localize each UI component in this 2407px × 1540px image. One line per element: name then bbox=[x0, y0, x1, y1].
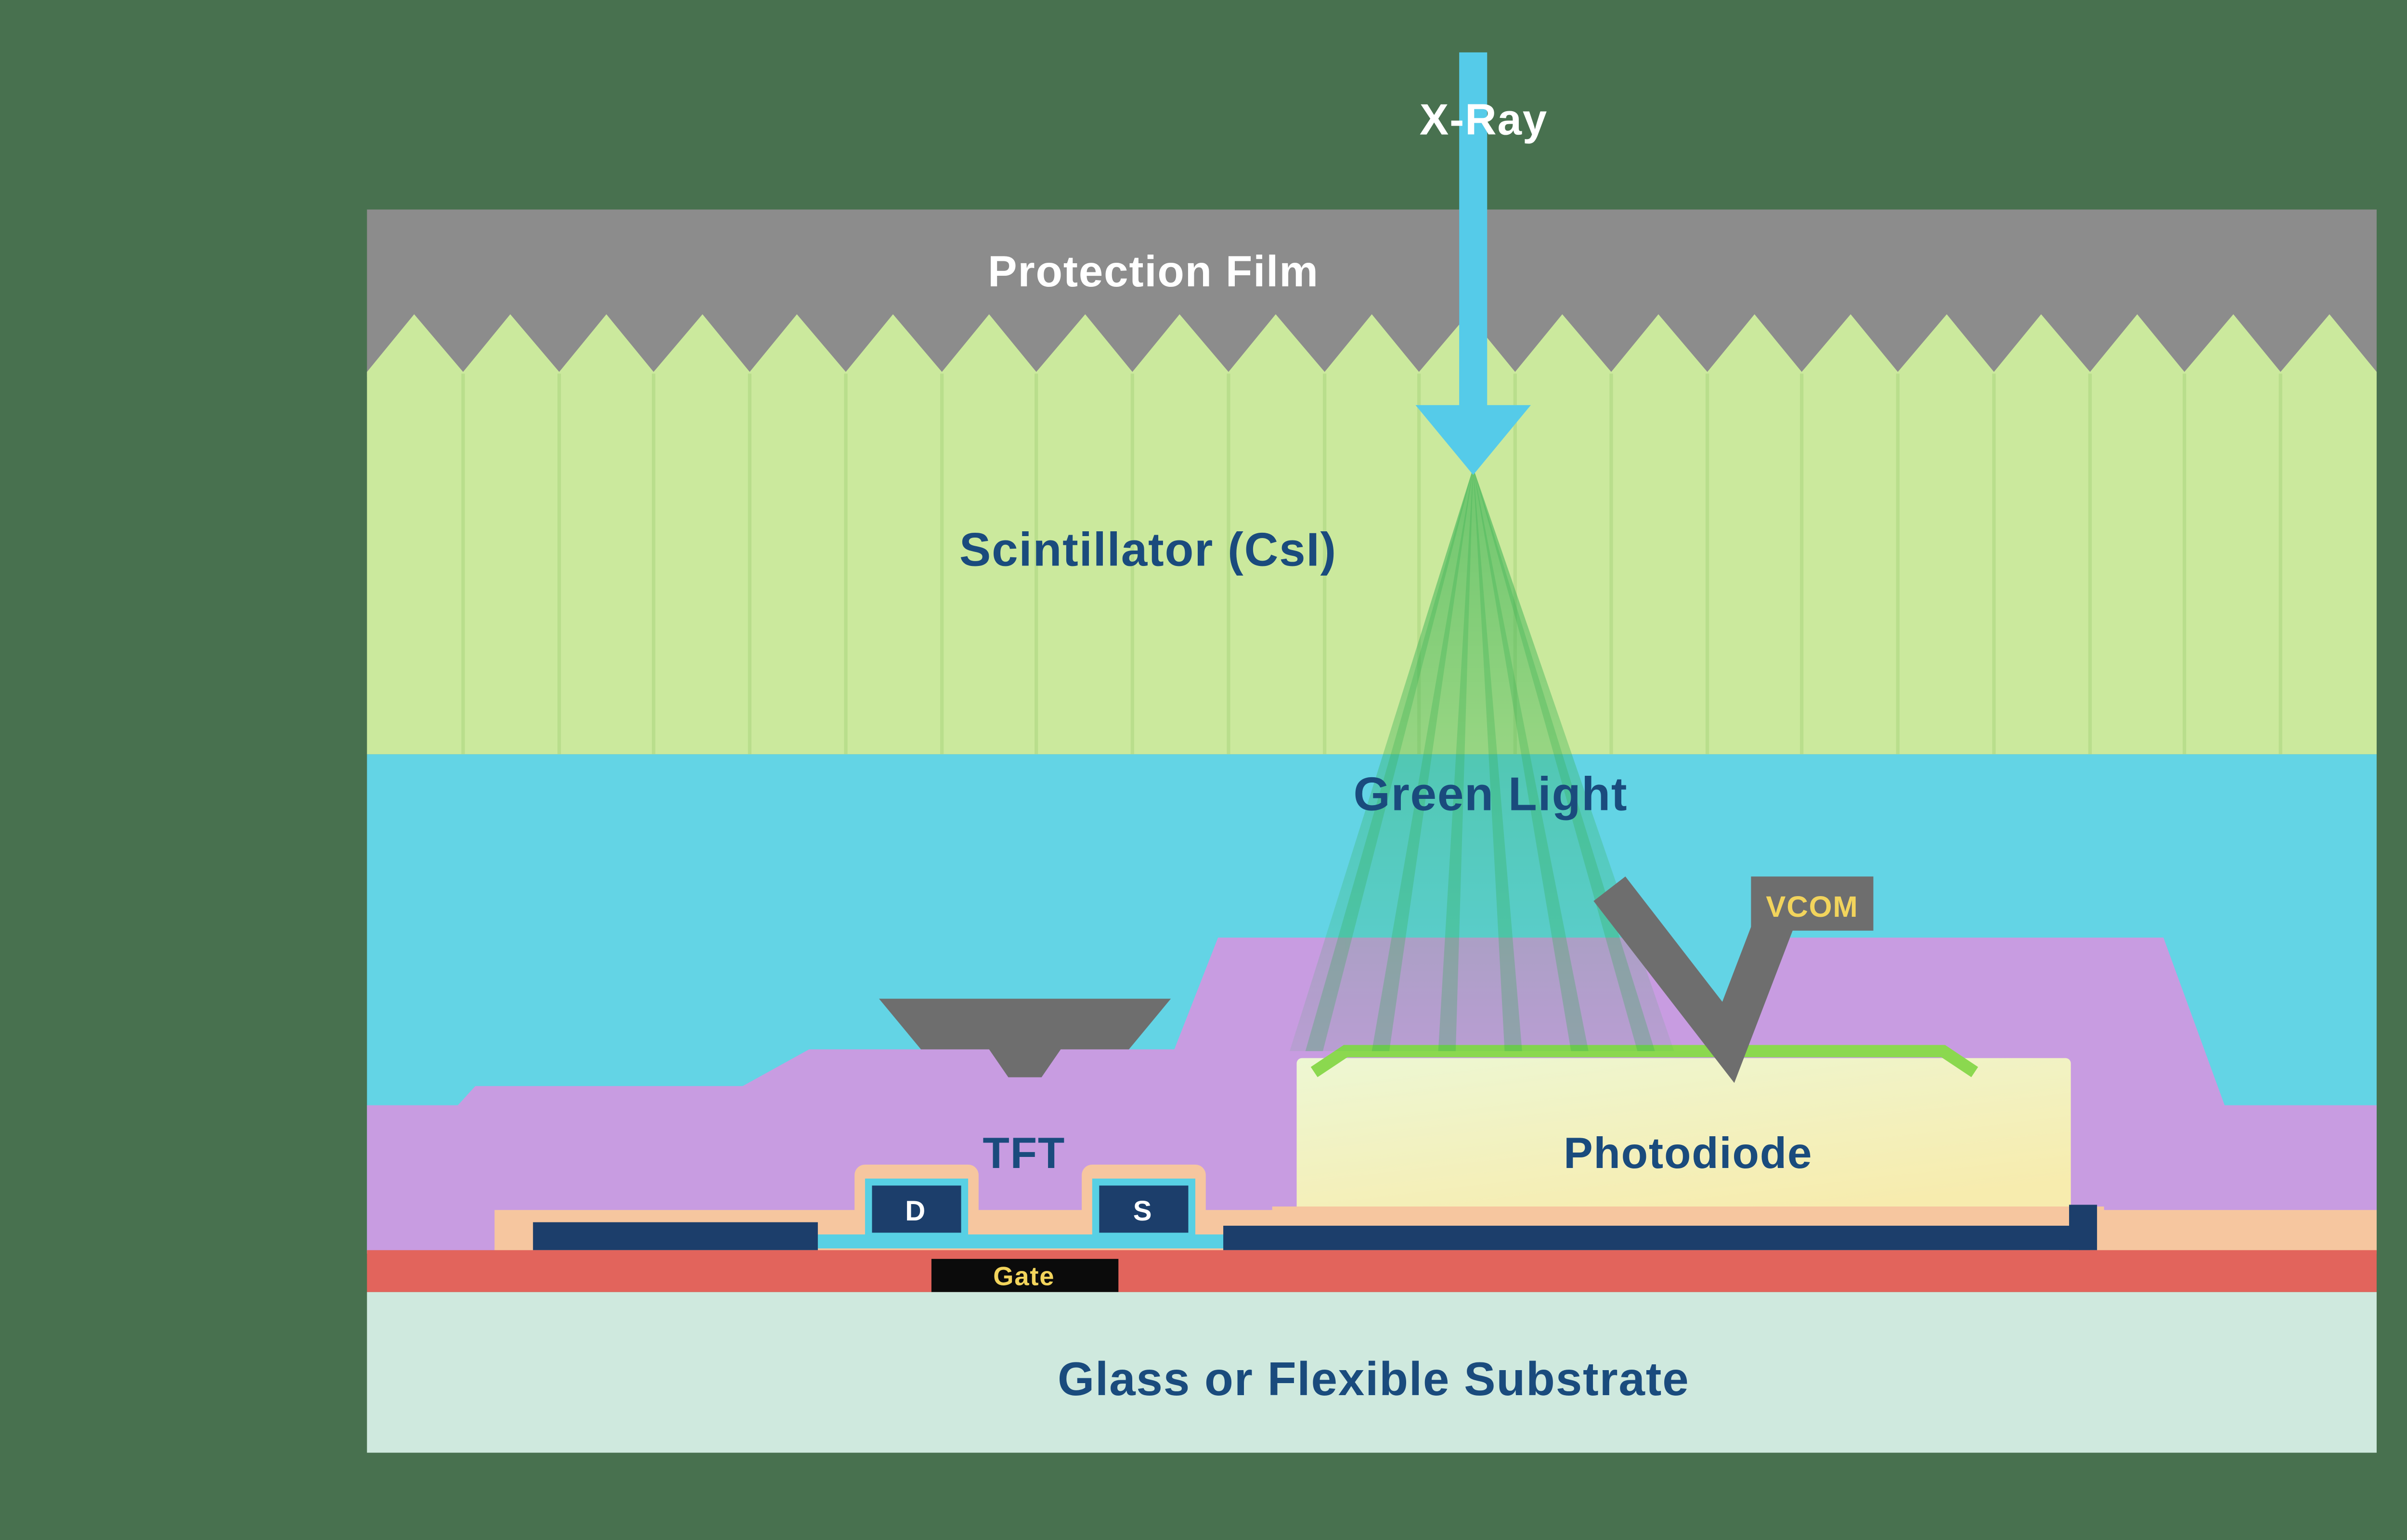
protection-film-label: Protection Film bbox=[988, 247, 1319, 296]
substrate-layer bbox=[367, 1292, 2377, 1453]
scintillator-layer bbox=[367, 314, 2377, 755]
source-label: S bbox=[1133, 1195, 1153, 1227]
substrate-label: Glass or Flexible Substrate bbox=[1058, 1352, 1690, 1405]
xray-label: X-Ray bbox=[1420, 95, 1548, 144]
data-line-right bbox=[1223, 1225, 2090, 1250]
vcom-pad bbox=[1751, 876, 1874, 931]
scintillator-label: Scintillator (CsI) bbox=[959, 523, 1337, 576]
photodiode-label: Photodiode bbox=[1564, 1129, 1812, 1178]
vcom-electrode bbox=[1593, 876, 1801, 1083]
photodiode-body bbox=[1296, 1058, 2071, 1222]
xray-arrow-shaft bbox=[1459, 52, 1488, 411]
vcom-label: VCOM bbox=[1766, 890, 1858, 924]
green-light-cone bbox=[1290, 468, 1674, 1052]
gate-label: Gate bbox=[993, 1261, 1055, 1291]
xray-arrow-head bbox=[1415, 405, 1531, 475]
data-line-left bbox=[533, 1222, 818, 1250]
green-light-label: Green Light bbox=[1354, 767, 1628, 820]
tft-label: TFT bbox=[983, 1129, 1065, 1178]
drain-pad bbox=[865, 1178, 969, 1240]
gate-electrode bbox=[931, 1258, 1119, 1292]
photodiode-contact bbox=[2069, 1205, 2097, 1250]
scintillator-column-lines bbox=[461, 373, 2282, 755]
barrier-layer bbox=[367, 1250, 2377, 1292]
source-pad bbox=[1092, 1178, 1195, 1240]
drain-label: D bbox=[905, 1195, 926, 1227]
tft-light-shield bbox=[879, 999, 1171, 1078]
xray-arrow bbox=[1415, 52, 1531, 475]
